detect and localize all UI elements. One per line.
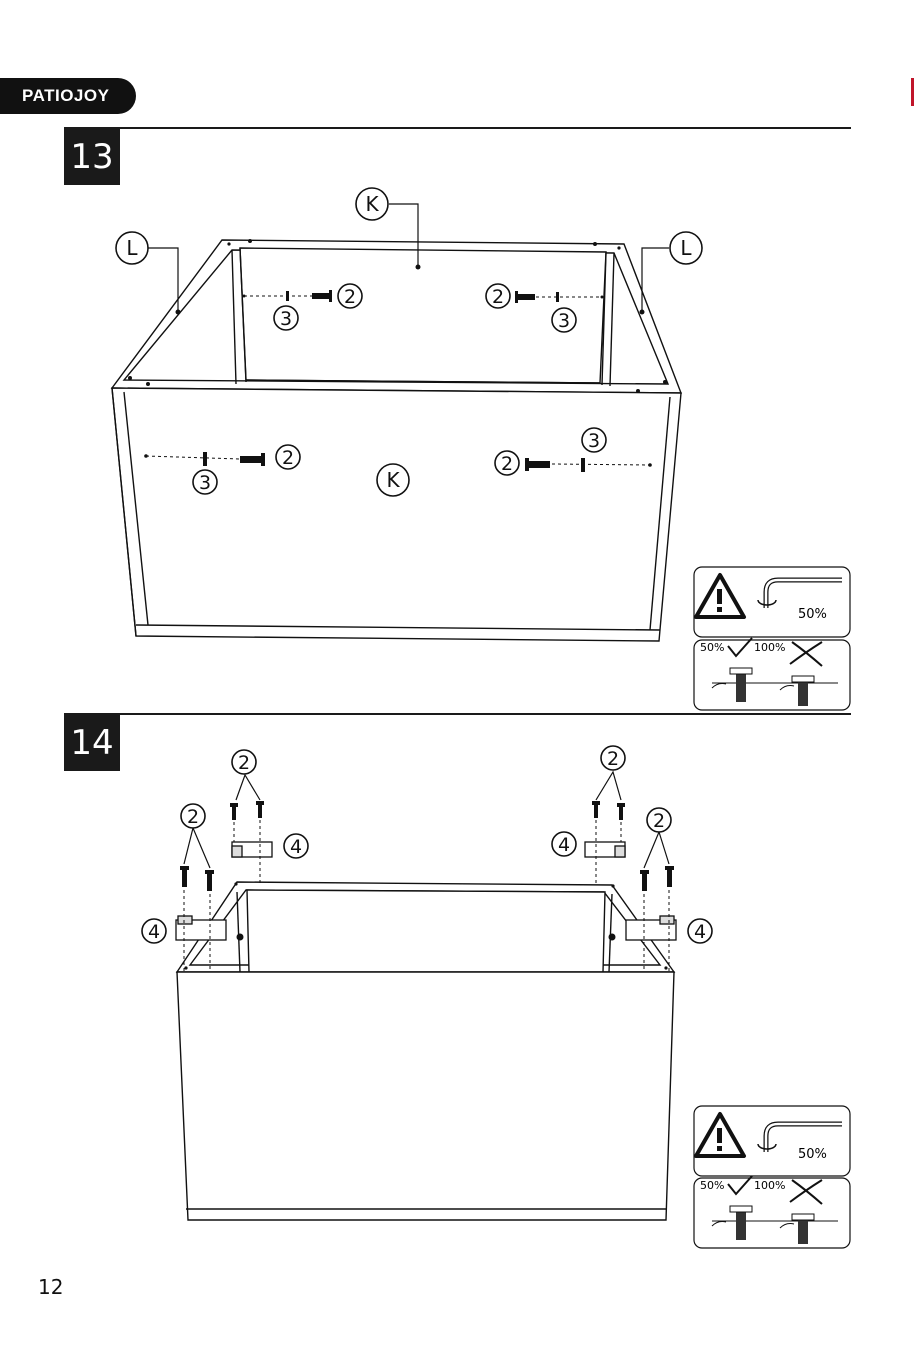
screw-icon	[736, 670, 746, 702]
part-label-k-back: K	[365, 192, 379, 216]
svg-text:100%: 100%	[754, 1179, 785, 1192]
step-14-badge: 14	[64, 715, 120, 771]
hw-label: 3	[588, 430, 600, 452]
hw-label: 2	[282, 447, 294, 469]
svg-text:50%: 50%	[700, 1179, 724, 1192]
hw-label: 4	[694, 921, 706, 943]
hw-label: 2	[501, 453, 513, 475]
svg-text:50%: 50%	[798, 607, 827, 622]
part-label-l-right: L	[680, 236, 692, 260]
hw-label: 3	[280, 308, 292, 330]
hw-label: 4	[148, 921, 160, 943]
hw-label: 2	[607, 748, 619, 770]
hw-label: 2	[653, 810, 665, 832]
hw-label: 2	[238, 752, 250, 774]
hw-label: 3	[199, 472, 211, 494]
step-14-rule	[64, 713, 851, 715]
hw-label: 3	[558, 310, 570, 332]
page-number: 12	[38, 1275, 63, 1299]
svg-text:50%: 50%	[700, 641, 724, 654]
hw-label: 2	[187, 806, 199, 828]
step-14-cabinet	[177, 882, 674, 1220]
part-label-l-left: L	[126, 236, 138, 260]
svg-text:100%: 100%	[754, 641, 785, 654]
torque-warning-14: 50% 50% 100%	[694, 1106, 850, 1248]
svg-text:50%: 50%	[798, 1147, 827, 1162]
hw-label: 4	[558, 834, 570, 856]
hw-label: 2	[492, 286, 504, 308]
step-14-number: 14	[70, 723, 113, 763]
screw-icon	[736, 1208, 746, 1240]
hw-label: 4	[290, 836, 302, 858]
hw-label: 2	[344, 286, 356, 308]
part-label-k-front: K	[386, 468, 400, 492]
torque-warning-13: 50% 50% 100%	[694, 567, 850, 710]
